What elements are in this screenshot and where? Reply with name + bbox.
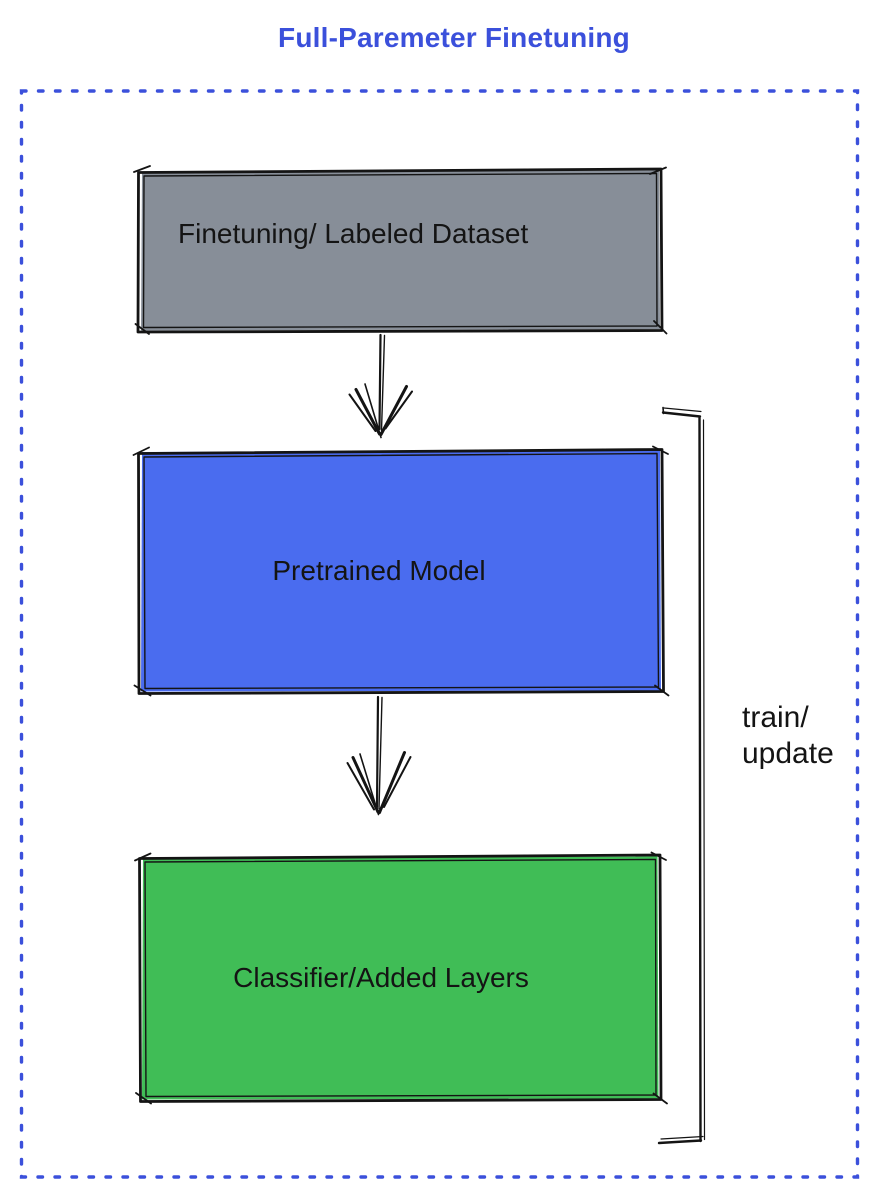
arrow-shaft-double xyxy=(380,334,386,432)
arrow-head-stray xyxy=(364,383,382,439)
diagram-title: Full-Paremeter Finetuning xyxy=(278,22,630,53)
bracket-label-line1: train/ xyxy=(742,701,809,734)
arrow-head xyxy=(354,385,408,436)
node-classifier-corner-ticks xyxy=(134,851,668,1105)
bracket-label-line2: update xyxy=(742,737,834,770)
dotted-boundary xyxy=(19,89,860,1179)
arrow-head-extra xyxy=(346,756,412,811)
arrow-head-extra xyxy=(348,390,413,432)
node-dataset-shape xyxy=(133,165,668,335)
bracket-vertical xyxy=(698,416,702,1143)
node-dataset-border xyxy=(136,167,664,334)
arrow-shaft xyxy=(375,695,380,809)
bracket-top-stub-cap xyxy=(662,406,665,415)
bracket-top-stub xyxy=(661,411,702,418)
node-pretrained-corner-ticks xyxy=(132,445,670,697)
train-update-bracket xyxy=(657,406,706,1145)
dataset-to-pretrained-arrow xyxy=(348,333,413,439)
bracket-top-stub-double xyxy=(663,407,702,413)
node-pretrained-fill xyxy=(141,450,661,692)
node-dataset-fill xyxy=(141,170,660,331)
bracket-bottom-stub xyxy=(657,1139,703,1145)
bracket-label: train/ update xyxy=(742,700,834,772)
node-classifier-shape xyxy=(134,851,668,1105)
arrow-shaft-double xyxy=(378,696,383,810)
arrow-head-stray xyxy=(359,753,380,816)
node-classifier-fill xyxy=(142,856,659,1100)
node-dataset-border-inner xyxy=(142,172,658,329)
pretrained-to-classifier-arrow xyxy=(346,695,412,816)
arrow-shaft xyxy=(378,333,382,431)
node-pretrained-shape xyxy=(132,445,670,697)
bracket-bottom-stub-double xyxy=(660,1135,704,1140)
bracket-vertical-double xyxy=(702,419,706,1141)
node-dataset-corner-ticks xyxy=(133,165,668,335)
arrow-head xyxy=(351,751,406,814)
